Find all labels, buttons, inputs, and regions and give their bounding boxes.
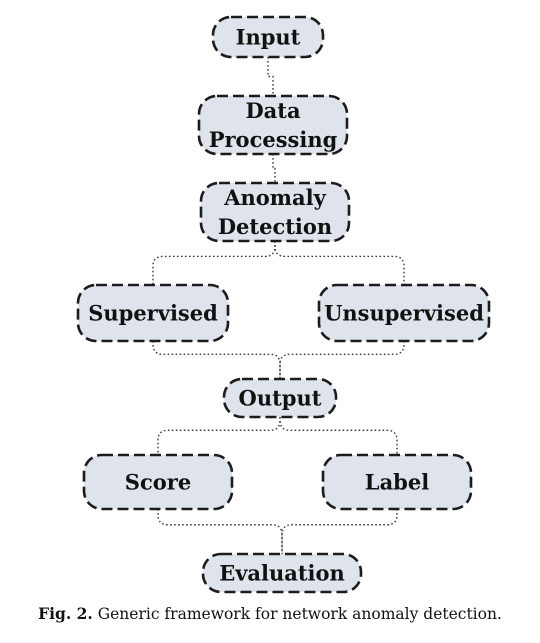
connector-score-to-evaluation bbox=[157, 509, 283, 554]
node-box-input bbox=[211, 15, 325, 59]
node-score: Score bbox=[82, 453, 234, 511]
node-box-supervised bbox=[76, 283, 230, 343]
connector-anomaly-detection-to-unsupervised bbox=[274, 241, 405, 285]
node-label-output: Output bbox=[239, 386, 322, 411]
node-label-anomaly-detection-line1: Anomaly bbox=[223, 185, 326, 210]
connector-label-to-evaluation bbox=[281, 509, 398, 554]
node-label-evaluation: Evaluation bbox=[219, 561, 345, 586]
node-box-anomaly-detection bbox=[199, 181, 351, 243]
connector-supervised-to-output bbox=[152, 341, 281, 379]
node-label-label: Label bbox=[365, 470, 429, 495]
node-box-unsupervised bbox=[317, 283, 491, 343]
figure-caption: Fig. 2. Generic framework for network an… bbox=[0, 604, 540, 623]
connector-unsupervised-to-output bbox=[279, 341, 405, 379]
node-box-output bbox=[222, 377, 338, 419]
node-box-data-processing bbox=[197, 94, 349, 156]
node-label-supervised: Supervised bbox=[88, 301, 218, 326]
node-evaluation: Evaluation bbox=[201, 552, 363, 594]
node-label-unsupervised: Unsupervised bbox=[324, 301, 484, 326]
node-box-label bbox=[321, 453, 473, 511]
node-supervised: Supervised bbox=[76, 283, 230, 343]
node-box-evaluation bbox=[201, 552, 363, 594]
node-label-anomaly-detection-line2: Detection bbox=[218, 214, 332, 239]
node-box-score bbox=[82, 453, 234, 511]
node-output: Output bbox=[222, 377, 338, 419]
node-input: Input bbox=[211, 15, 325, 59]
node-label-score: Score bbox=[125, 470, 191, 495]
connector-output-to-score bbox=[157, 417, 281, 455]
framework-diagram: InputDataProcessingAnomalyDetectionSuper… bbox=[76, 15, 491, 594]
caption-label: Fig. 2. bbox=[38, 604, 93, 623]
node-unsupervised: Unsupervised bbox=[317, 283, 491, 343]
node-label-data-processing-line2: Processing bbox=[209, 127, 338, 152]
caption-text: Generic framework for network anomaly de… bbox=[97, 605, 502, 623]
connector-data-processing-to-anomaly-detection bbox=[272, 154, 276, 183]
node-label-input: Input bbox=[236, 25, 301, 50]
node-label-data-processing-line1: Data bbox=[245, 98, 301, 123]
connector-output-to-label bbox=[279, 417, 398, 455]
node-layer: InputDataProcessingAnomalyDetectionSuper… bbox=[76, 15, 491, 594]
node-label: Label bbox=[321, 453, 473, 511]
connector-anomaly-detection-to-supervised bbox=[152, 241, 276, 285]
connector-input-to-data-processing bbox=[267, 57, 274, 96]
connector-layer bbox=[152, 57, 405, 554]
